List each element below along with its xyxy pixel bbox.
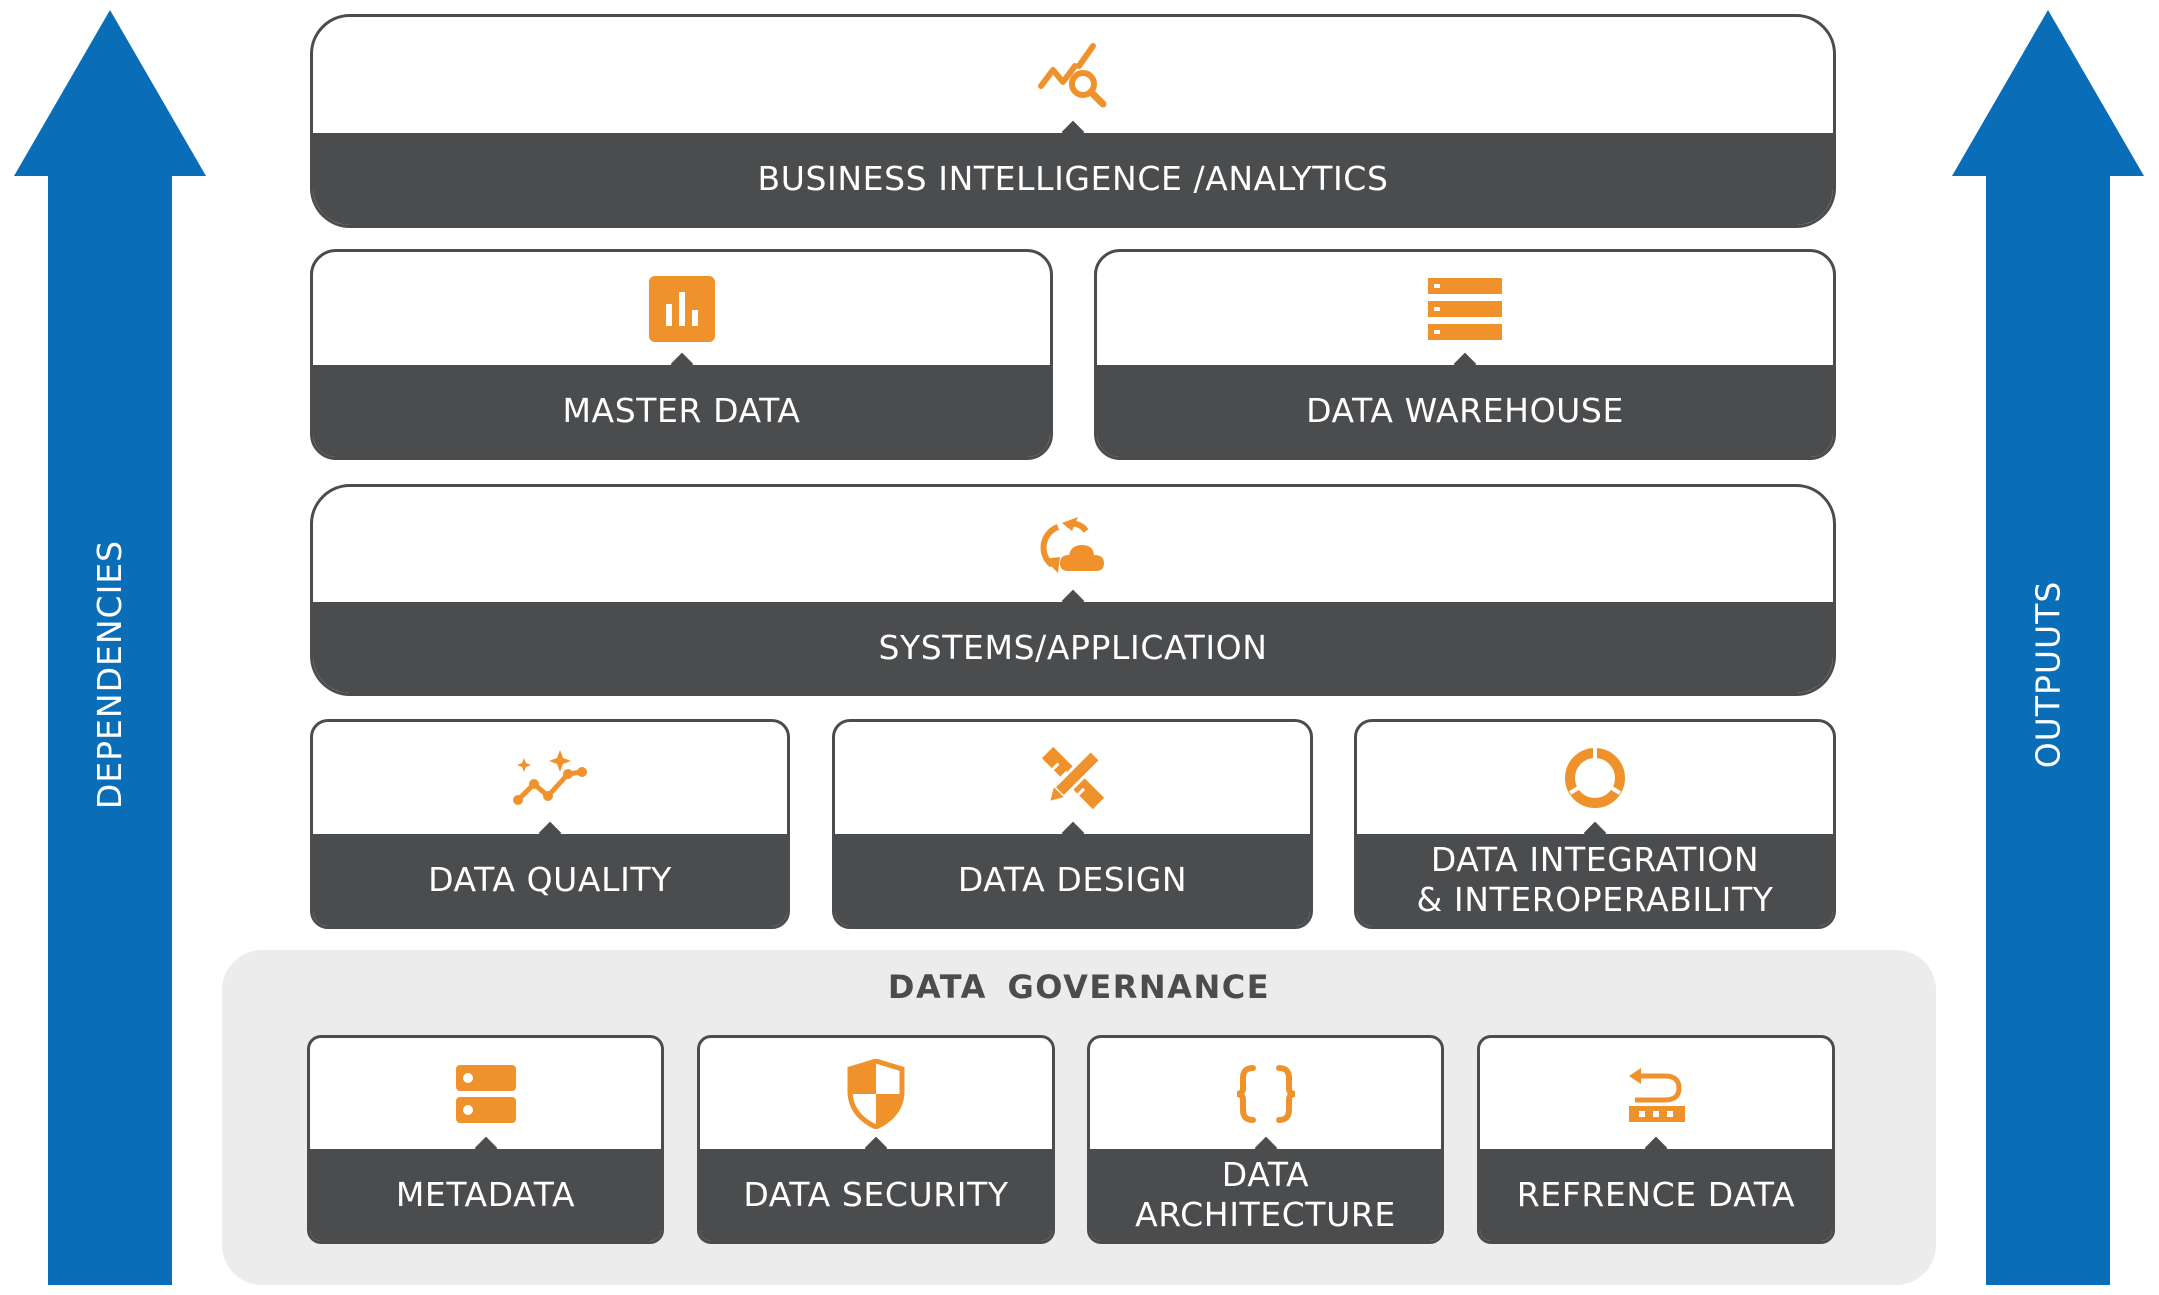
- data-security-label: DATA SECURITY: [743, 1175, 1009, 1215]
- sparkle-line-icon: [512, 748, 588, 808]
- data-design-label: DATA DESIGN: [957, 860, 1188, 900]
- data-architecture-card: DATA ARCHITECTURE: [1087, 1035, 1444, 1244]
- metadata-card: METADATA: [307, 1035, 664, 1244]
- dependencies-label: DEPENDENCIES: [90, 539, 130, 809]
- bi-analytics-layer: BUSINESS INTELLIGENCE /ANALYTICS: [310, 14, 1836, 228]
- data-warehouse-layer: DATA WAREHOUSE: [1094, 249, 1836, 460]
- database-icon: [455, 1064, 516, 1123]
- reference-data-card: REFRENCE DATA: [1477, 1035, 1835, 1244]
- data-integration-label-line1: DATA INTEGRATION: [1430, 840, 1760, 880]
- dependencies-arrow-shaft: [48, 174, 172, 1285]
- server-stack-icon: [1428, 277, 1502, 340]
- data-warehouse-label: DATA WAREHOUSE: [1306, 391, 1624, 431]
- reference-data-label: REFRENCE DATA: [1516, 1175, 1796, 1215]
- dependencies-arrow: DEPENDENCIES: [14, 10, 206, 1285]
- bi-analytics-label: BUSINESS INTELLIGENCE /ANALYTICS: [757, 159, 1389, 199]
- curly-braces-icon: [1233, 1064, 1299, 1124]
- metadata-label: METADATA: [395, 1175, 576, 1215]
- data-security-card: DATA SECURITY: [697, 1035, 1055, 1244]
- outputs-arrow-shaft: [1986, 174, 2110, 1285]
- cloud-sync-icon: [1038, 515, 1108, 575]
- master-data-layer: MASTER DATA: [310, 249, 1053, 460]
- dependencies-arrow-head: [14, 10, 206, 176]
- outputs-arrow-head: [1952, 10, 2144, 176]
- master-data-label: MASTER DATA: [562, 391, 801, 431]
- outputs-label: OUTPUUTS: [2028, 580, 2068, 768]
- data-quality-label: DATA QUALITY: [428, 860, 672, 900]
- donut-ring-icon: [1562, 745, 1628, 811]
- systems-application-layer: SYSTEMS/APPLICATION: [310, 484, 1836, 696]
- data-architecture-label: DATA ARCHITECTURE: [1135, 1155, 1396, 1234]
- systems-application-label: SYSTEMS/APPLICATION: [878, 627, 1268, 667]
- data-design-layer: DATA DESIGN: [832, 719, 1313, 929]
- shield-icon: [846, 1058, 906, 1129]
- data-integration-layer: DATA INTEGRATION & INTEROPERABILITY: [1354, 719, 1836, 929]
- outputs-arrow: OUTPUUTS: [1952, 10, 2144, 1285]
- bar-chart-icon: [648, 275, 715, 342]
- data-integration-label-line2: & INTEROPERABILITY: [1416, 880, 1774, 919]
- return-arrow-table-icon: [1625, 1064, 1687, 1124]
- analytics-search-icon: [1037, 40, 1109, 110]
- data-quality-layer: DATA QUALITY: [310, 719, 790, 929]
- data-governance-title: DATA GOVERNANCE: [887, 968, 1271, 1006]
- pencil-ruler-icon: [1041, 746, 1105, 810]
